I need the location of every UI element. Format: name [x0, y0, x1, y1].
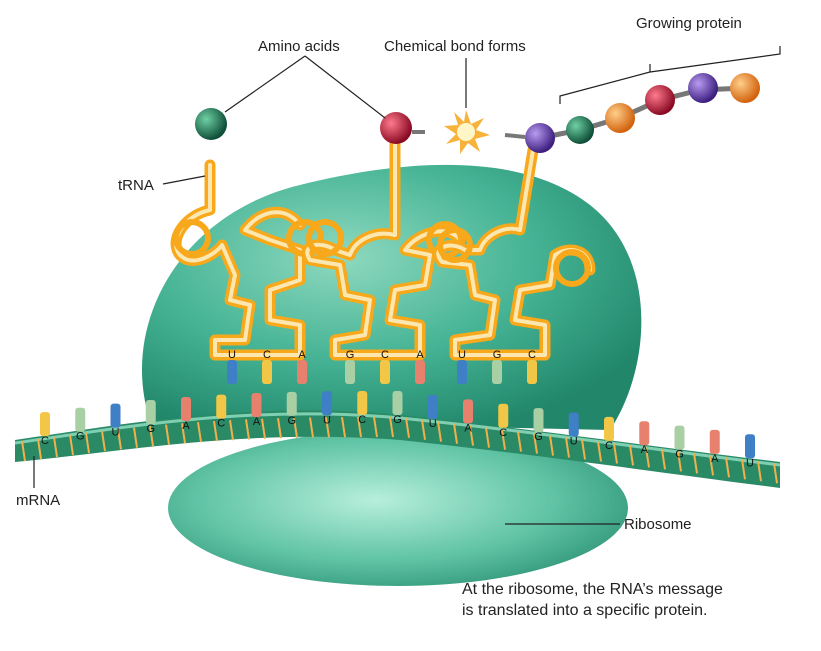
- amino-acid-green-2: [566, 116, 594, 144]
- amino-acid-purple-1: [525, 123, 555, 153]
- ribosome-small-subunit: [168, 430, 628, 586]
- mrna-base-G: G: [533, 408, 544, 443]
- mrna-base-letter: U: [570, 435, 578, 447]
- mrna-base-letter: G: [76, 431, 85, 443]
- anticodon-base-letter: C: [528, 349, 536, 361]
- mrna-base-letter: A: [253, 416, 261, 428]
- mrna-base-G: G: [286, 391, 297, 427]
- mrna-base-A: A: [463, 399, 473, 434]
- anticodon-base-letter: U: [458, 349, 466, 361]
- caption-line-1: At the ribosome, the RNA’s message: [462, 581, 723, 598]
- mrna-base-C: C: [40, 412, 50, 447]
- mrna-base-letter: G: [287, 415, 296, 427]
- mrna-strand: [15, 410, 780, 488]
- mrna-base-letter: C: [217, 418, 225, 430]
- mrna-base-A: A: [639, 421, 650, 456]
- anticodon-base-letter: A: [416, 349, 424, 361]
- mrna-base-C: C: [216, 394, 227, 430]
- mrna-base-letter: U: [746, 457, 754, 469]
- label-mrna: mRNA: [16, 492, 60, 509]
- amino-acid-orange-6: [730, 73, 760, 103]
- mrna-base-U: U: [322, 391, 332, 426]
- mrna-base-G: G: [674, 425, 685, 461]
- mrna-base-C: C: [357, 391, 368, 426]
- mrna-base-U: U: [427, 395, 438, 430]
- label-chemical-bond: Chemical bond forms: [384, 38, 526, 55]
- chemical-bond-spark-icon: [444, 110, 490, 154]
- anticodon-base-letter: G: [493, 349, 502, 361]
- mrna-base-G: G: [145, 400, 156, 435]
- anticodon-base-G: G: [345, 349, 355, 384]
- growing-protein-chain: [525, 73, 760, 153]
- amino-acid-green: [195, 108, 227, 140]
- mrna-base-letter: U: [323, 414, 331, 426]
- anticodon-base-C: C: [380, 349, 390, 384]
- trna-1: [170, 159, 324, 361]
- mrna-base-A: A: [709, 429, 720, 465]
- mrna-bases: C G U G A C A G U C G U A C G U C A G A U: [40, 390, 755, 469]
- mrna-ticks: [21, 416, 778, 484]
- anticodon-base-C: C: [527, 349, 537, 384]
- amino-acid-orange-3: [605, 103, 635, 133]
- anticodon-base-letter: U: [228, 349, 236, 361]
- anticodon-base-U: U: [227, 349, 237, 384]
- mrna-base-G: G: [392, 390, 403, 426]
- mrna-base-letter: G: [675, 449, 684, 461]
- amino-acid-red-4: [645, 85, 675, 115]
- label-ribosome: Ribosome: [624, 516, 692, 533]
- label-amino-acids: Amino acids: [258, 38, 340, 55]
- anticodon-base-letter: A: [298, 349, 306, 361]
- anticodon-base-G: G: [492, 349, 502, 384]
- mrna-base-U: U: [110, 403, 121, 439]
- mrna-base-letter: C: [499, 427, 507, 439]
- mrna-base-letter: G: [393, 414, 402, 426]
- anticodon-base-U: U: [457, 349, 467, 384]
- mrna-base-letter: A: [182, 420, 190, 432]
- anticodon-base-letter: G: [346, 349, 355, 361]
- anticodon-base-C: C: [262, 349, 272, 384]
- mrna-base-A: A: [251, 392, 262, 428]
- mrna-base-letter: A: [711, 453, 719, 465]
- mrna-base-letter: U: [429, 418, 437, 430]
- anticodon-base-letter: C: [381, 349, 389, 361]
- mrna-base-letter: C: [358, 414, 366, 426]
- caption-line-2: is translated into a specific protein.: [462, 602, 708, 619]
- anticodon-base-A: A: [415, 349, 425, 384]
- mrna-base-C: C: [498, 403, 509, 439]
- mrna-base-U: U: [745, 434, 755, 469]
- amino-acid-purple-5: [688, 73, 718, 103]
- mrna-base-C: C: [604, 416, 614, 452]
- mrna-base-letter: G: [146, 423, 155, 435]
- mrna-base-U: U: [568, 412, 579, 447]
- amino-acid-red: [380, 112, 412, 144]
- mrna-base-letter: G: [534, 431, 543, 443]
- anticodon-base-letter: C: [263, 349, 271, 361]
- mrna-base-A: A: [181, 397, 191, 432]
- leader-lines: [33, 46, 781, 525]
- caption: At the ribosome, the RNA’s message is tr…: [462, 579, 802, 621]
- anticodon-base-A: A: [297, 349, 307, 384]
- trna-3: [432, 144, 596, 361]
- mrna-base-letter: C: [41, 435, 49, 447]
- mrna-base-letter: A: [464, 422, 472, 434]
- mrna-base-letter: A: [641, 444, 649, 456]
- trna-molecules: [170, 134, 596, 361]
- mrna-base-letter: U: [112, 427, 120, 439]
- mrna-base-G: G: [75, 407, 86, 443]
- label-trna: tRNA: [118, 177, 154, 194]
- label-growing-protein: Growing protein: [636, 15, 742, 32]
- mrna-base-letter: C: [605, 440, 613, 452]
